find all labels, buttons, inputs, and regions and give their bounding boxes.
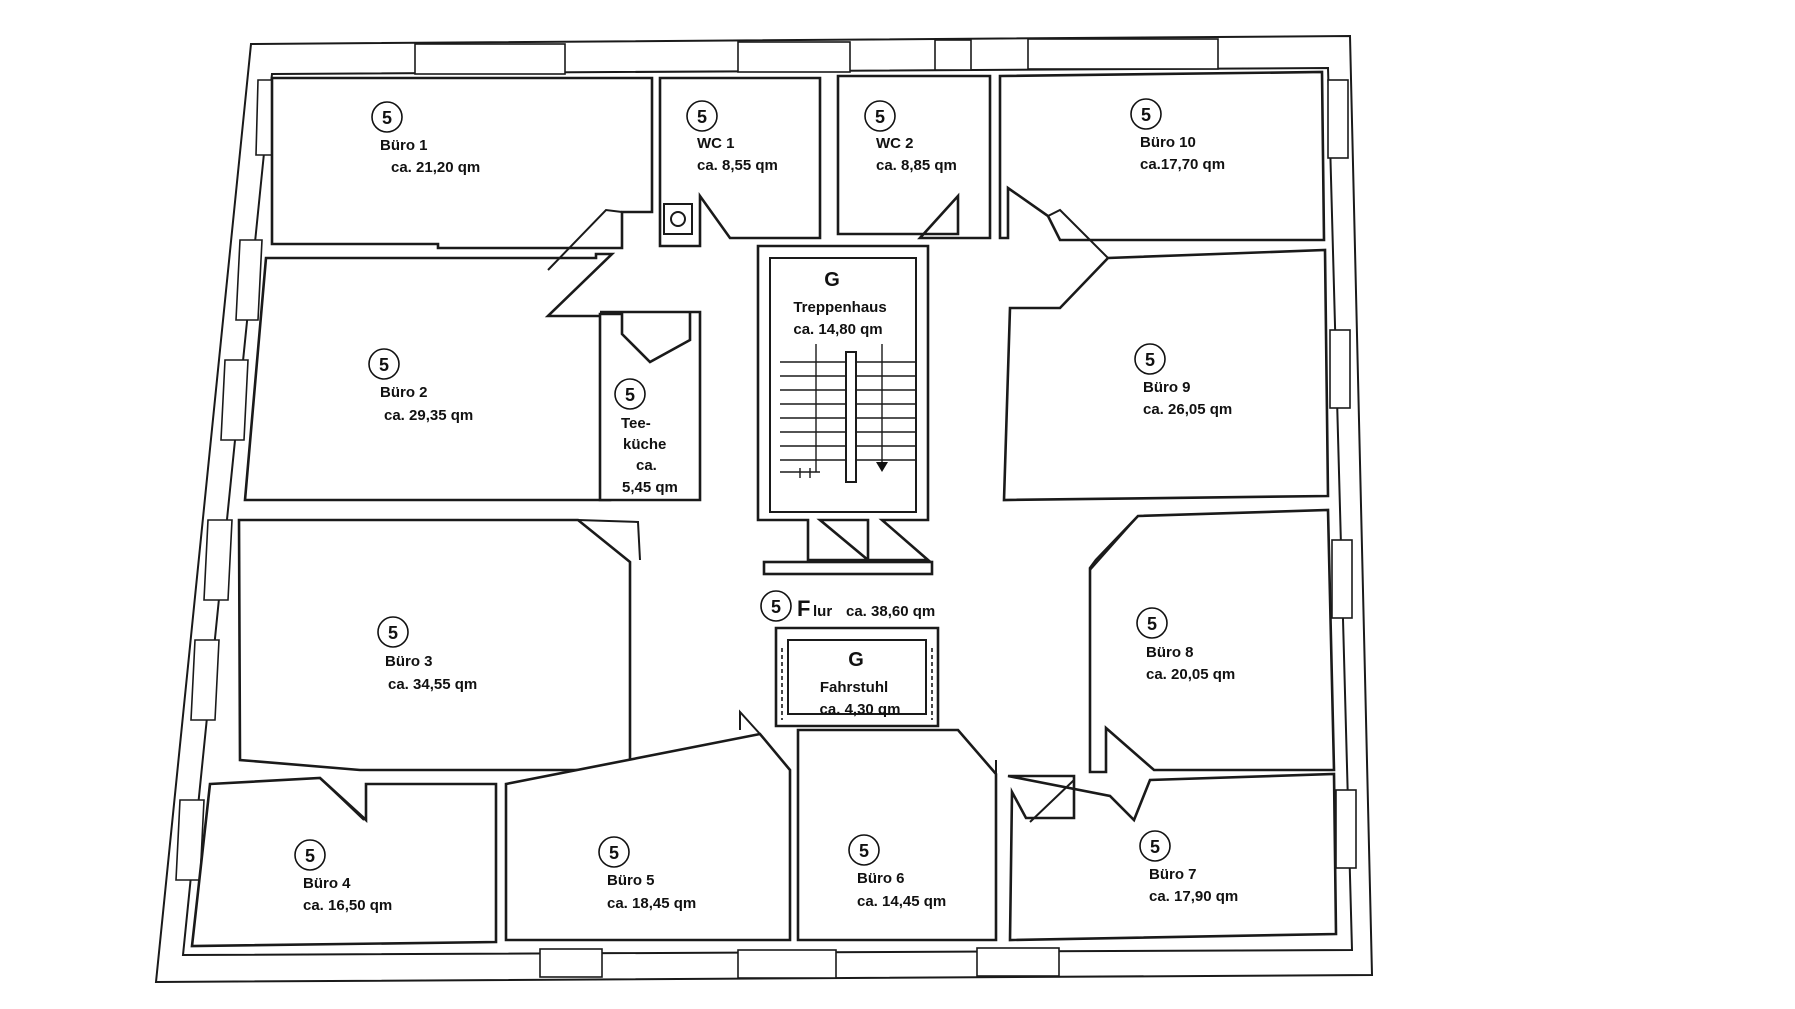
room-label: Fahrstuhl — [820, 679, 888, 696]
room-badge: 5 — [1145, 350, 1155, 370]
room-badge: 5 — [379, 355, 389, 375]
room-label: Büro 3 — [385, 653, 433, 670]
room-label: WC 1 — [697, 135, 735, 152]
room-label: Büro 6 — [857, 870, 905, 887]
room-buero-5: 5 Büro 5 ca. 18,45 qm — [598, 836, 696, 912]
room-label: Büro 4 — [303, 875, 351, 892]
room-area: ca. 16,50 qm — [303, 897, 392, 914]
elevator — [774, 626, 940, 728]
outer-walls — [154, 34, 1374, 984]
room-label: Büro 2 — [380, 384, 428, 401]
room-fahrstuhl: G Fahrstuhl ca. 4,30 qm — [820, 649, 901, 718]
room-badge: 5 — [1141, 105, 1151, 125]
room-buero-1: 5 Büro 1 ca. 21,20 qm — [371, 101, 480, 176]
room-buero-7: 5 Büro 7 ca. 17,90 qm — [1139, 830, 1238, 905]
room-badge: 5 — [625, 385, 635, 405]
room-badge: 5 — [388, 623, 398, 643]
room-area: ca.17,70 qm — [1140, 156, 1225, 173]
room-label-line3: ca. — [636, 457, 657, 474]
room-buero-4: 5 Büro 4 ca. 16,50 qm — [294, 839, 392, 914]
room-badge: 5 — [697, 107, 707, 127]
room-label: Büro 1 — [380, 137, 428, 154]
room-label: Büro 8 — [1146, 644, 1194, 661]
room-area: ca. 38,60 qm — [846, 603, 935, 620]
landing-wall — [762, 560, 934, 576]
room-badge: 5 — [859, 841, 869, 861]
room-flur: 5 F lur ca. 38,60 qm — [760, 590, 935, 622]
room-label: Büro 9 — [1143, 379, 1191, 396]
room-area: ca. 29,35 qm — [384, 407, 473, 424]
room-area: ca. 8,85 qm — [876, 157, 957, 174]
room-badge: 5 — [382, 108, 392, 128]
stairwell — [756, 244, 932, 562]
room-area: ca. 4,30 qm — [820, 701, 901, 718]
room-area: ca. 34,55 qm — [388, 676, 477, 693]
room-buero-9: 5 Büro 9 ca. 26,05 qm — [1134, 343, 1232, 418]
room-label-initial: F — [797, 596, 810, 621]
room-label: Büro 10 — [1140, 134, 1196, 151]
room-area: ca. 14,80 qm — [793, 321, 882, 338]
room-label: Büro 5 — [607, 872, 655, 889]
room-badge: 5 — [1150, 837, 1160, 857]
room-buero-2: 5 Büro 2 ca. 29,35 qm — [368, 348, 473, 424]
room-area: ca. 20,05 qm — [1146, 666, 1235, 683]
room-treppenhaus: G Treppenhaus ca. 14,80 qm — [793, 269, 886, 338]
room-wc-1: 5 WC 1 ca. 8,55 qm — [686, 100, 778, 174]
room-label: Treppenhaus — [793, 299, 886, 316]
room-label: WC 2 — [876, 135, 914, 152]
room-badge: 5 — [1147, 614, 1157, 634]
room-badge: 5 — [875, 107, 885, 127]
room-area: ca. 17,90 qm — [1149, 888, 1238, 905]
room-badge: 5 — [771, 597, 781, 617]
room-label: Büro 7 — [1149, 866, 1197, 883]
room-area: 5,45 qm — [622, 479, 678, 496]
room-buero-3: 5 Büro 3 ca. 34,55 qm — [377, 616, 477, 693]
room-badge: G — [824, 269, 840, 291]
room-badge: 5 — [305, 846, 315, 866]
room-label-line1: Tee- — [621, 415, 651, 432]
room-label-rest: lur — [813, 603, 832, 620]
room-area: ca. 18,45 qm — [607, 895, 696, 912]
room-area: ca. 26,05 qm — [1143, 401, 1232, 418]
room-badge: G — [848, 649, 864, 671]
room-area: ca. 14,45 qm — [857, 893, 946, 910]
room-label-line2: küche — [623, 436, 666, 453]
room-area: ca. 8,55 qm — [697, 157, 778, 174]
room-walls — [190, 70, 1338, 948]
room-badge: 5 — [609, 843, 619, 863]
room-area: ca. 21,20 qm — [391, 159, 480, 176]
room-wc-2: 5 WC 2 ca. 8,85 qm — [864, 100, 957, 174]
room-teekueche: 5 Tee- küche ca. 5,45 qm — [614, 378, 678, 496]
room-buero-8: 5 Büro 8 ca. 20,05 qm — [1136, 607, 1235, 683]
room-buero-6: 5 Büro 6 ca. 14,45 qm — [848, 834, 946, 910]
door-swings — [319, 208, 1139, 823]
room-buero-10: 5 Büro 10 ca.17,70 qm — [1130, 98, 1225, 173]
